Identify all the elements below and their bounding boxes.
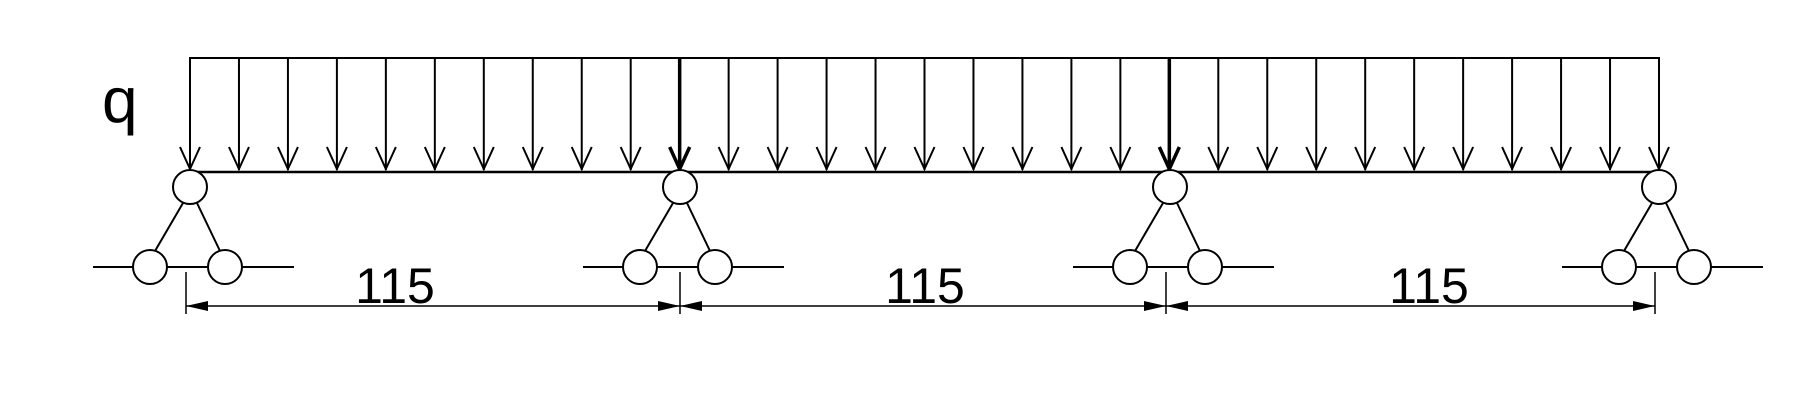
support-base-pin-left [622, 249, 658, 285]
load-arrow-head [1354, 146, 1377, 172]
support-link-left [1623, 202, 1653, 252]
dimension-arrow-right [1633, 301, 1655, 311]
load-arrow-head [570, 146, 593, 172]
load-arrow-head [1550, 146, 1572, 172]
load-arrows [179, 57, 1670, 174]
support-link-left [644, 202, 674, 252]
load-arrow-head [1157, 146, 1181, 174]
load-arrow-head [1011, 146, 1034, 172]
load-arrow-head [472, 146, 495, 172]
span-label-2: 115 [885, 258, 965, 314]
support-link-right [196, 202, 221, 252]
load-arrow-head [374, 146, 397, 172]
support-top-pin [172, 169, 208, 205]
support-base-pin-right [207, 249, 243, 285]
support-link-left [1134, 202, 1164, 252]
load-arrow-head [521, 146, 544, 172]
load-arrow-head [913, 146, 936, 172]
load-arrow-head [766, 146, 789, 172]
load-arrow-head [277, 146, 299, 172]
support-link-right [1665, 202, 1690, 252]
distributed-load: q [102, 57, 1670, 174]
load-arrow-head [325, 146, 348, 172]
support-link-right [1176, 202, 1201, 252]
support-top-pin [1152, 169, 1188, 205]
support-3 [1073, 169, 1274, 285]
load-arrow-head [1207, 146, 1230, 172]
supports [93, 169, 1763, 285]
support-link-right [686, 202, 711, 252]
support-4 [1562, 169, 1763, 285]
load-arrow-head [668, 146, 692, 174]
dimension-arrow-right [1144, 301, 1166, 311]
support-base-pin-right [1187, 249, 1223, 285]
span-label-1: 115 [355, 258, 435, 314]
dimension-arrow-left [186, 301, 208, 311]
load-arrow-head [619, 146, 642, 172]
load-arrow-head [1403, 146, 1426, 172]
load-arrow-head [228, 146, 250, 172]
load-arrow-head [962, 146, 985, 172]
span-label-3: 115 [1389, 258, 1469, 314]
load-arrow-head [1501, 146, 1524, 172]
load-arrow-head [1109, 146, 1132, 172]
load-arrow-head [1060, 146, 1083, 172]
load-arrow-head [1256, 146, 1279, 172]
support-top-pin [662, 169, 698, 205]
load-arrow-head [1599, 146, 1621, 172]
load-arrow-head [423, 146, 446, 172]
span-labels: 115 115 115 [355, 258, 1469, 314]
load-arrow-head [1452, 146, 1475, 172]
support-top-pin [1641, 169, 1677, 205]
support-1 [93, 169, 294, 285]
support-base-pin-right [697, 249, 733, 285]
load-arrow-head [717, 146, 740, 172]
support-base-pin-right [1676, 249, 1712, 285]
load-label: q [102, 64, 138, 136]
load-arrow-head [815, 146, 838, 172]
support-base-pin-left [1601, 249, 1637, 285]
dimension-lines [185, 272, 1656, 314]
load-arrow-head [864, 146, 887, 172]
support-base-pin-left [132, 249, 168, 285]
load-arrow-head [1305, 146, 1328, 172]
dimension-arrow-left [680, 301, 702, 311]
support-base-pin-left [1112, 249, 1148, 285]
support-2 [583, 169, 784, 285]
dimension-arrow-left [1166, 301, 1188, 311]
support-link-left [154, 202, 184, 252]
dimension-arrow-right [658, 301, 680, 311]
